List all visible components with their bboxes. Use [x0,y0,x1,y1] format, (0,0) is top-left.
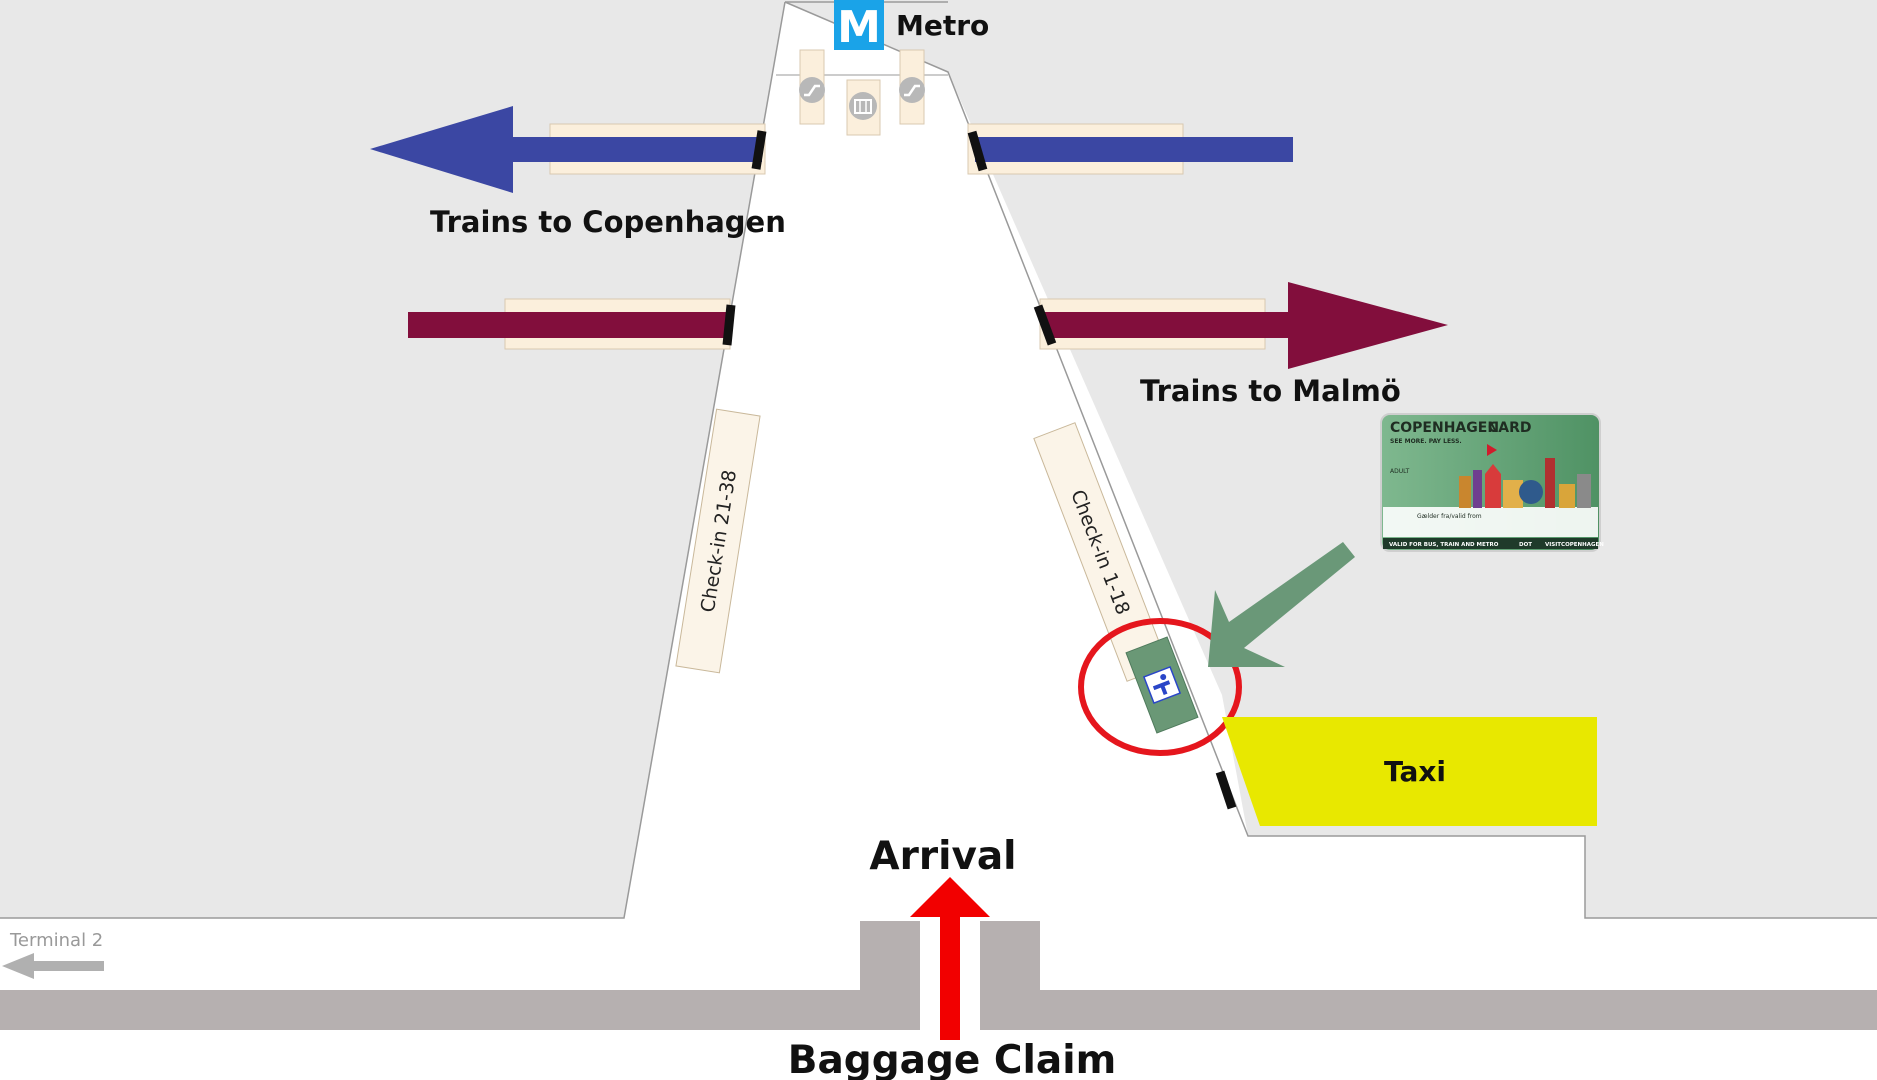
escalator-icon [899,77,925,103]
information-icon [1142,665,1182,705]
card-brand-bold: COPENHAGEN [1390,420,1499,436]
trains-malmo-label: Trains to Malmö [1140,374,1401,408]
escalator-icon [799,77,825,103]
baggage-claim-label: Baggage Claim [788,1038,1116,1080]
terminal2-label: Terminal 2 [9,930,103,951]
card-footer: VALID FOR BUS, TRAIN AND METRO [1389,542,1499,548]
malmo-direction-arrow-right [1045,282,1448,369]
info-desk-highlight-circle [1078,618,1242,756]
terminal2-arrow-icon [2,953,104,979]
copenhagen-direction-arrow-right [975,137,1293,162]
baggage-gate-right [980,921,1040,993]
metro-logo-letter: M [837,2,881,53]
elevator-icon [849,92,877,120]
metro-label: Metro [896,9,989,42]
information-desk [1125,636,1199,734]
card-footer-right2: VISITCOPENHAGEN [1545,542,1604,548]
copenhagen-card-image: COPENHAGEN CARD SEE MORE. PAY LESS. ADUL… [1380,413,1604,552]
malmo-direction-arrow [408,312,730,338]
trains-copenhagen-label: Trains to Copenhagen [430,205,786,239]
taxi-area [1222,717,1597,826]
card-validity-note: Gælder fra/valid from [1417,513,1482,520]
arrival-arrow [910,877,990,1040]
taxi-label: Taxi [1384,755,1446,788]
info-desk-pointer-arrow [1208,542,1355,667]
copenhagen-direction-arrow [370,106,762,193]
card-tagline: SEE MORE. PAY LESS. [1390,438,1462,445]
baggage-gate-left [860,921,920,993]
arrival-label: Arrival [869,834,1016,879]
card-footer-right: DOT [1519,542,1532,548]
door-markers [722,130,1237,810]
card-brand-light: CARD [1488,420,1532,436]
card-type: ADULT [1390,468,1410,475]
metro-logo-icon: M [834,0,884,53]
